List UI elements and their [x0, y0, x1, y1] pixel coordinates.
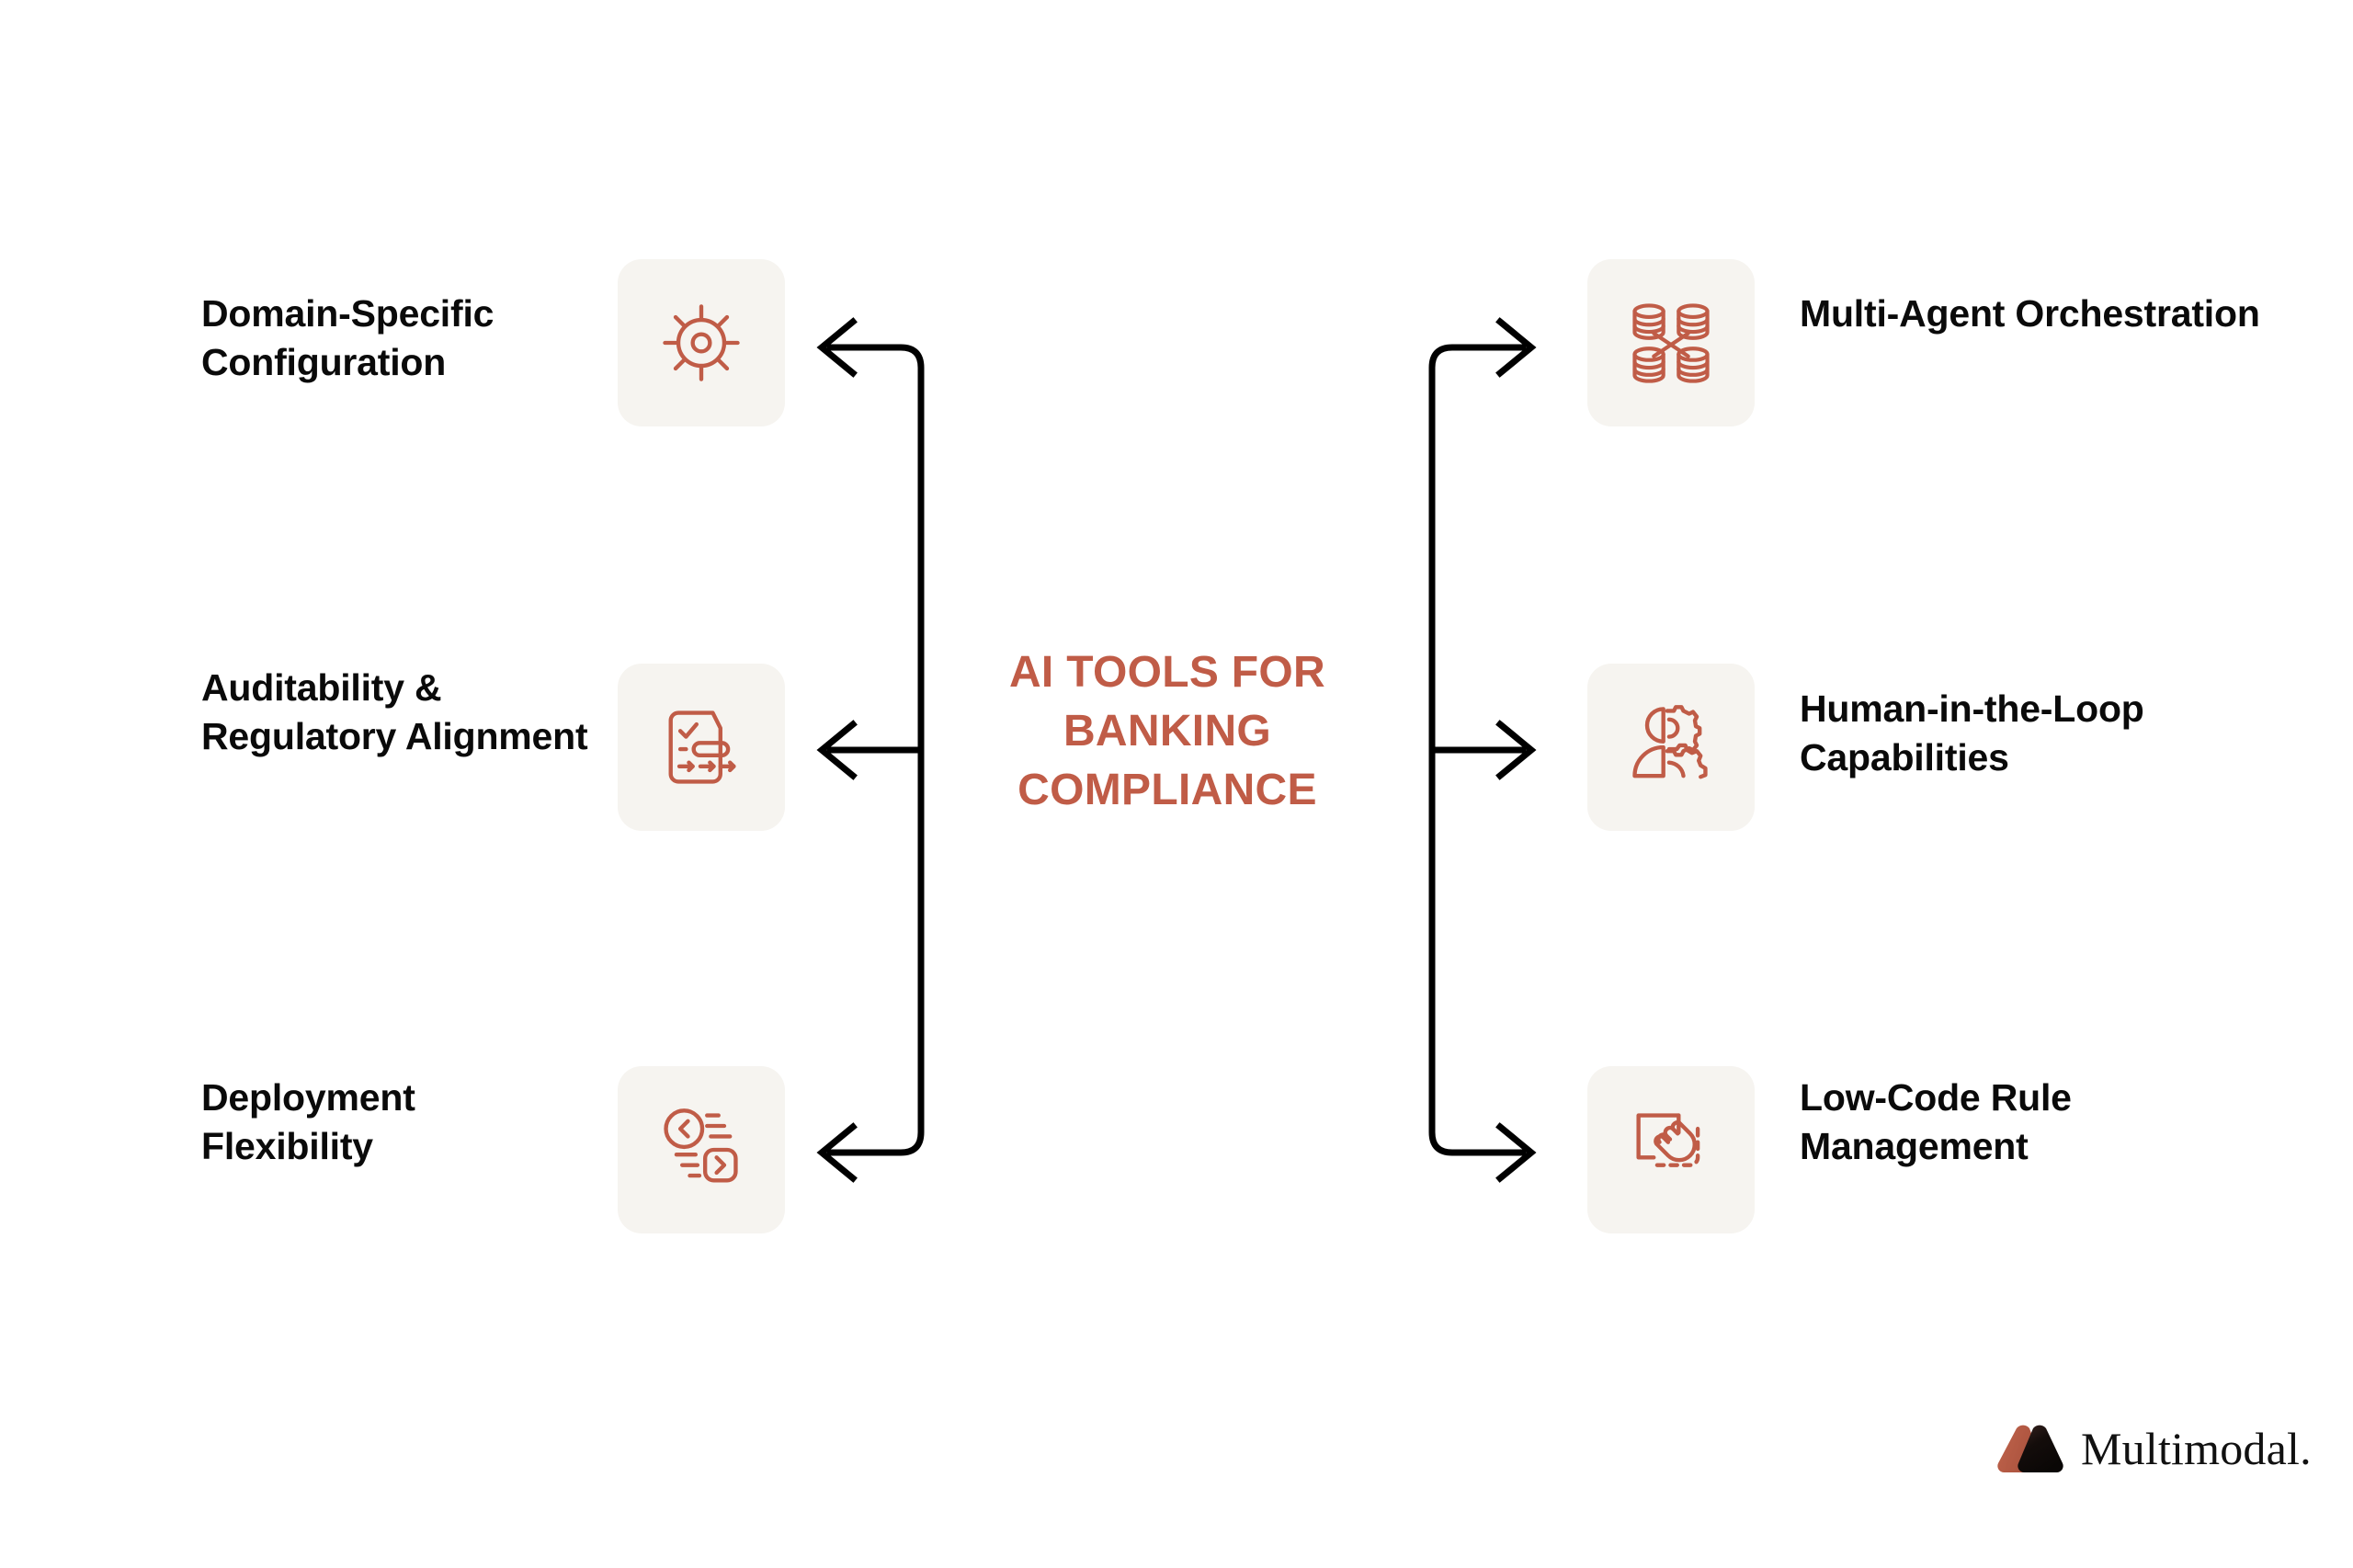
center-title: AI TOOLS FOR BANKING COMPLIANCE — [956, 643, 1379, 819]
icon-tile-multi-agent-orchestration — [1587, 259, 1755, 426]
arrowhead-left-bottom — [816, 1122, 858, 1183]
arrowhead-right-top — [1495, 317, 1537, 378]
center-title-line-3: COMPLIANCE — [1017, 765, 1317, 814]
hand-drag-square-icon — [1636, 1113, 1700, 1167]
arrowhead-right-bottom — [1495, 1122, 1537, 1183]
icon-tile-deployment-flexibility — [618, 1066, 785, 1233]
arrowhead-left-middle — [816, 720, 858, 780]
left-label-deployment-flexibility: Deployment Flexibility — [201, 1076, 415, 1168]
icon-tile-low-code-rule-management — [1587, 1066, 1755, 1233]
right-label-low-code-rule-management: Low-Code Rule Management — [1800, 1076, 2072, 1168]
right-label-multi-agent-orchestration: Multi-Agent Orchestration — [1800, 292, 2260, 335]
arrowhead-left-top — [816, 317, 858, 378]
database-network-icon — [1632, 303, 1710, 383]
multimodal-logo: Multimodal. — [1996, 1423, 2312, 1474]
center-title-line-2: BANKING — [1063, 706, 1272, 756]
sun-config-icon — [663, 304, 740, 381]
center-title-line-1: AI TOOLS FOR — [1008, 648, 1326, 697]
chevron-circle-square-icon — [664, 1108, 738, 1183]
left-label-auditability-regulatory-alignment: Auditability & Regulatory Alignment — [201, 666, 588, 758]
icon-tile-human-in-the-loop-capabilities — [1587, 664, 1755, 831]
icon-tile-auditability-regulatory-alignment — [618, 664, 785, 831]
left-label-domain-specific-configuration: Domain-Specific Configuration — [201, 292, 494, 384]
multimodal-triangles-icon — [1997, 1425, 2063, 1472]
icon-tile-domain-specific-configuration — [618, 259, 785, 426]
right-label-human-in-the-loop-capabilities: Human-in-the-Loop Capabilities — [1800, 687, 2144, 779]
logo-wordmark: Multimodal. — [2081, 1423, 2312, 1474]
person-gear-icon — [1632, 705, 1708, 779]
arrowhead-right-middle — [1495, 720, 1537, 780]
document-checklist-arrows-icon — [668, 710, 736, 784]
